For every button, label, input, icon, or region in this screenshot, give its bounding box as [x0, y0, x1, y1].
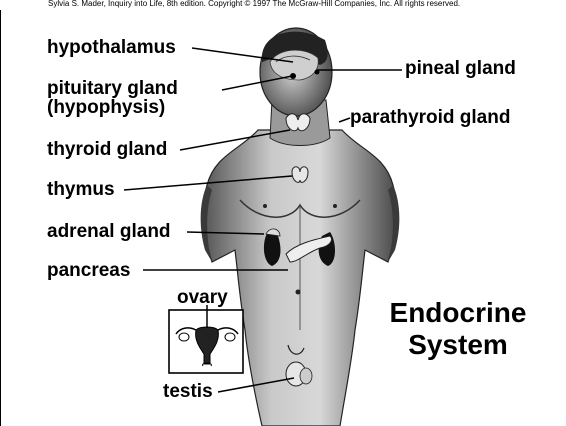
- uterus-ovary-inset: [169, 310, 243, 373]
- label-testis: testis: [163, 382, 213, 402]
- label-hypophysis: (hypophysis): [47, 98, 165, 118]
- label-thymus: thymus: [47, 180, 115, 200]
- diagram-title-line1: Endocrine: [378, 298, 538, 328]
- label-adrenal-gland: adrenal gland: [47, 222, 171, 242]
- label-pancreas: pancreas: [47, 261, 130, 281]
- label-ovary: ovary: [177, 288, 228, 308]
- label-hypothalamus: hypothalamus: [47, 38, 176, 58]
- label-pineal-gland: pineal gland: [405, 59, 516, 79]
- label-pituitary-gland: pituitary gland: [47, 79, 178, 99]
- diagram-title-line2: System: [378, 330, 538, 360]
- label-parathyroid-gland: parathyroid gland: [350, 108, 510, 128]
- label-thyroid-gland: thyroid gland: [47, 140, 167, 160]
